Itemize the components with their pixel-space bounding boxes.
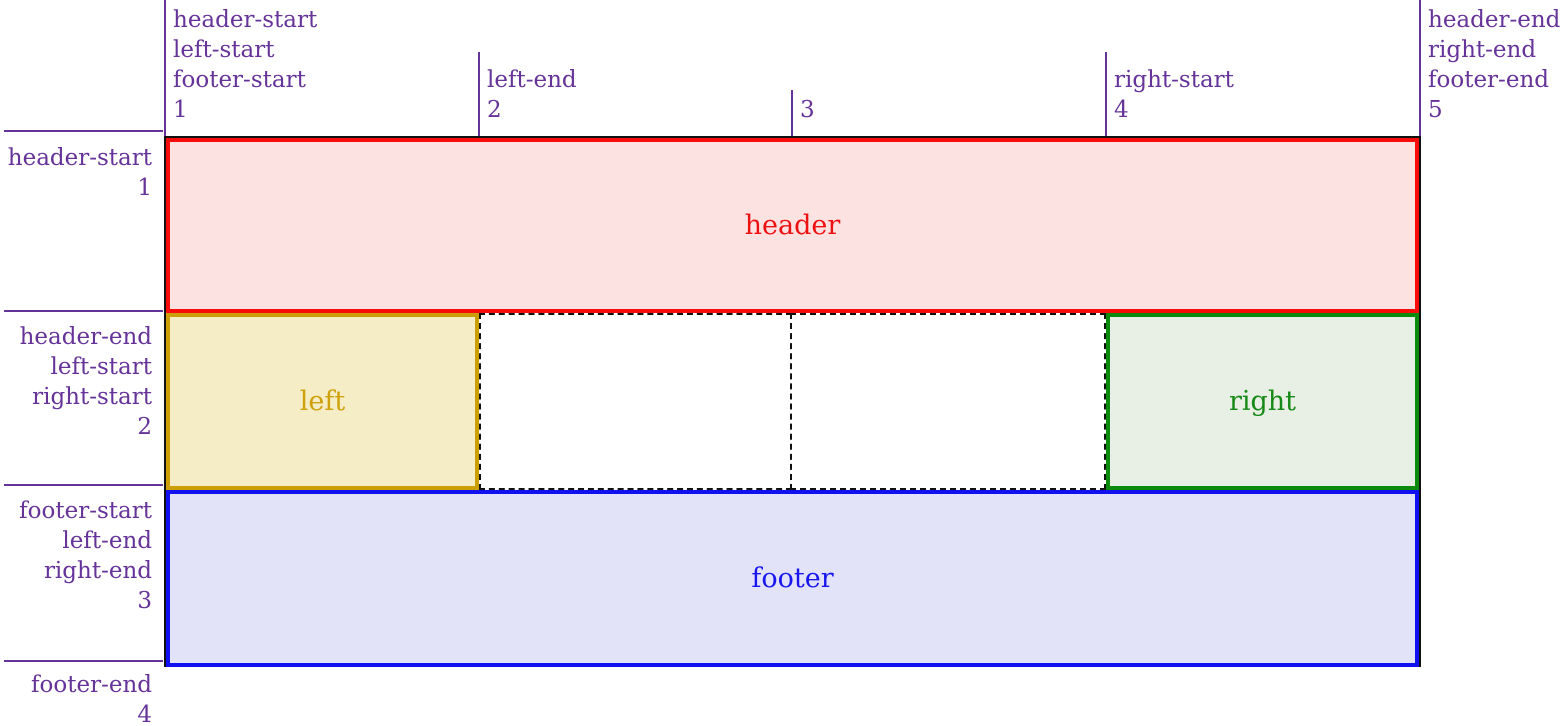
line-name: header-start: [173, 7, 318, 33]
column-line-4-labels: right-start 4: [1114, 65, 1234, 125]
line-number: 4: [1114, 97, 1129, 123]
column-line-2-labels: left-end 2: [487, 65, 577, 125]
column-line-5-labels: header-end right-end footer-end 5: [1428, 5, 1560, 125]
column-line-4-tick: [1105, 52, 1107, 136]
line-name: left-start: [173, 37, 275, 63]
line-number: 1: [173, 97, 188, 123]
line-number: 4: [137, 702, 152, 726]
empty-grid-cell-col3: [790, 313, 1106, 490]
row-line-4-labels: footer-end 4: [0, 670, 152, 726]
grid-area-left: left: [166, 313, 479, 490]
line-name: header-end: [19, 324, 152, 350]
line-number: 5: [1428, 97, 1443, 123]
row-line-1-tick: [4, 130, 163, 132]
row-line-3-labels: footer-start left-end right-end 3: [0, 496, 152, 616]
line-name: right-start: [1114, 67, 1234, 93]
row-line-1-labels: header-start 1: [0, 143, 152, 203]
grid-area-right: right: [1106, 313, 1419, 490]
column-line-5-tick: [1419, 0, 1421, 136]
line-number: 1: [137, 175, 152, 201]
grid-area-footer-label: footer: [751, 563, 834, 594]
grid-area-header-label: header: [744, 210, 841, 241]
column-line-3-labels: 3: [800, 95, 815, 125]
empty-grid-cell-col2: [479, 313, 792, 490]
line-number: 3: [800, 97, 815, 123]
line-name: left-start: [50, 354, 153, 380]
line-name: right-start: [32, 384, 152, 410]
line-name: right-end: [1428, 37, 1537, 63]
line-name: footer-start: [19, 498, 152, 524]
line-name: left-end: [487, 67, 577, 93]
line-name: footer-start: [173, 67, 306, 93]
row-line-4-tick: [4, 660, 163, 662]
line-number: 2: [137, 414, 152, 440]
line-number: 2: [487, 97, 502, 123]
line-name: right-end: [43, 558, 152, 584]
column-line-1-labels: header-start left-start footer-start 1: [173, 5, 317, 125]
grid-area-header: header: [166, 138, 1419, 313]
row-line-3-tick: [4, 484, 163, 486]
column-line-3-tick: [791, 90, 793, 136]
grid-area-right-label: right: [1228, 386, 1297, 417]
grid-area-left-label: left: [299, 386, 346, 417]
line-name: footer-end: [1428, 67, 1549, 93]
line-name: footer-end: [31, 672, 152, 698]
row-line-2-labels: header-end left-start right-start 2: [0, 322, 152, 442]
column-line-1-tick: [164, 0, 166, 136]
grid-area-footer: footer: [166, 490, 1419, 667]
line-name: header-start: [7, 145, 152, 171]
line-name: header-end: [1428, 7, 1561, 33]
column-line-2-tick: [478, 52, 480, 136]
row-line-2-tick: [4, 310, 163, 312]
line-number: 3: [137, 588, 152, 614]
line-name: left-end: [62, 528, 152, 554]
